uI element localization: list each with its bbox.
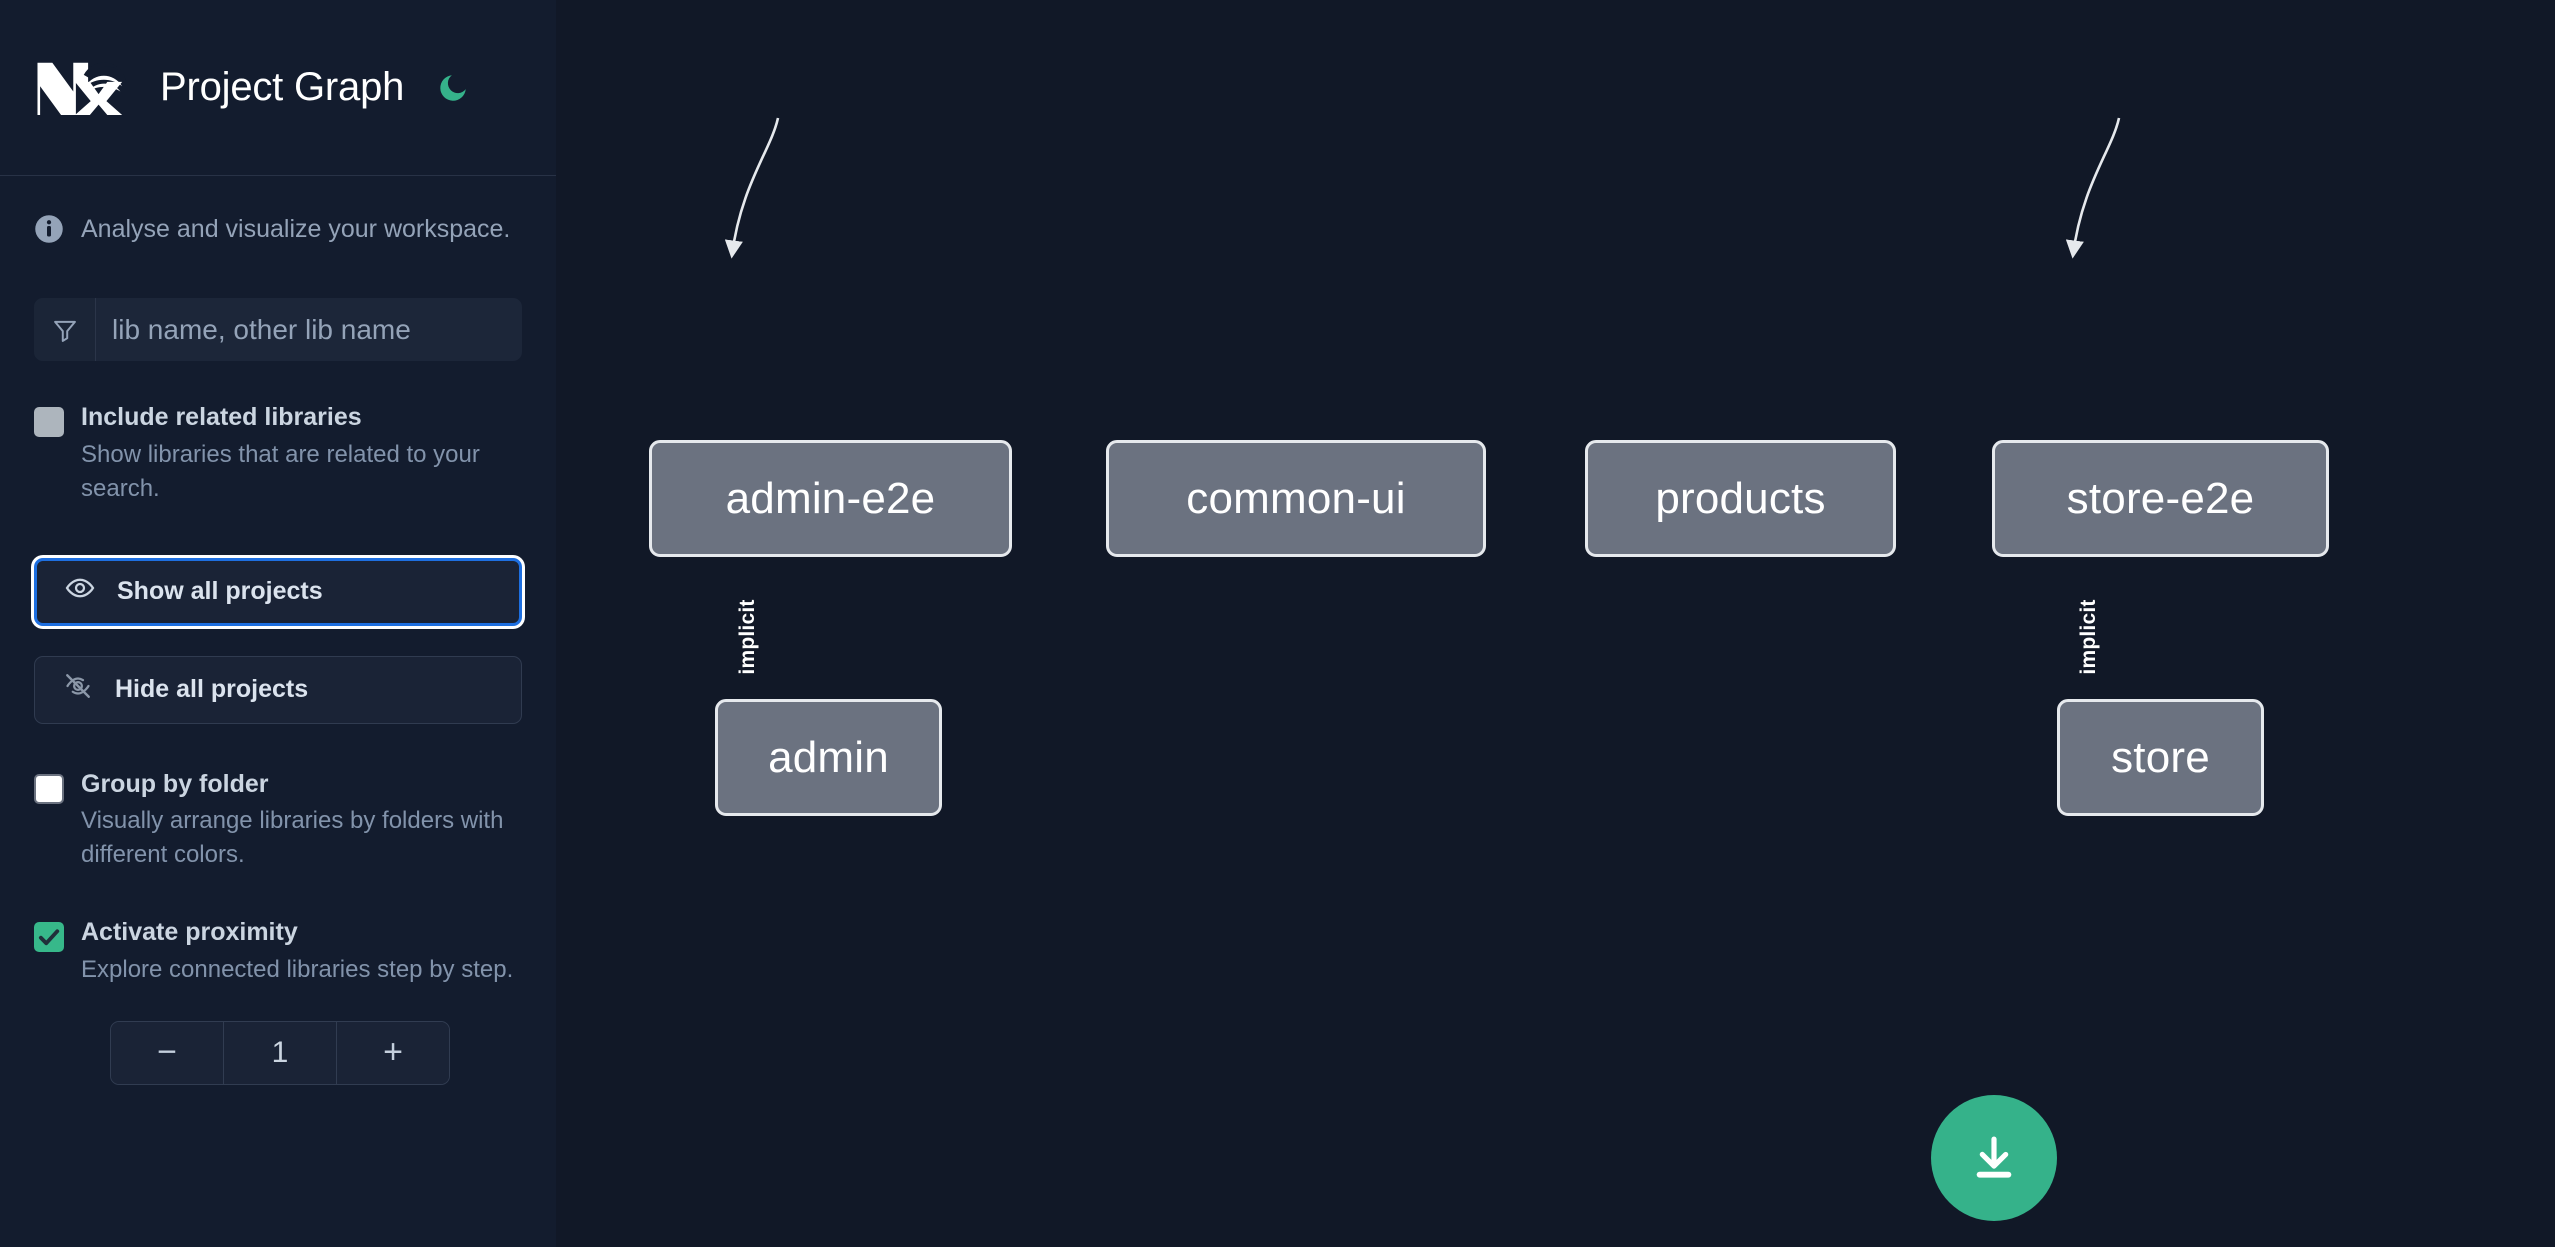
option-include-related-libraries[interactable]: Include related libraries Show libraries… <box>0 401 556 506</box>
option-label: Activate proximity <box>81 918 298 947</box>
graph-edges <box>724 117 2121 259</box>
option-activate-proximity[interactable]: Activate proximity Explore connected lib… <box>0 916 556 987</box>
show-all-projects-label: Show all projects <box>117 577 323 606</box>
eye-off-icon <box>63 671 93 708</box>
hide-all-projects-label: Hide all projects <box>115 675 309 704</box>
filter-field[interactable] <box>34 298 522 361</box>
checkbox-group-by-folder[interactable] <box>34 773 64 804</box>
graph-node-products[interactable]: products <box>1585 440 1896 557</box>
stepper-value[interactable]: 1 <box>224 1021 336 1084</box>
funnel-icon <box>34 298 96 361</box>
graph-node-admin-e2e[interactable]: admin-e2e <box>649 440 1012 557</box>
option-label: Group by folder <box>81 769 269 798</box>
eye-icon <box>65 573 95 610</box>
option-description: Explore connected libraries step by step… <box>81 955 514 983</box>
download-icon <box>1976 1136 2012 1178</box>
nx-logo-icon <box>34 57 130 119</box>
info-icon <box>34 214 64 244</box>
sidebar: Project Graph Analyse and visualize your… <box>0 0 556 1247</box>
graph-node-store-e2e[interactable]: store-e2e <box>1992 440 2329 557</box>
sidebar-tagline-text: Analyse and visualize your workspace. <box>81 214 511 243</box>
stepper-decrement-button[interactable]: − <box>111 1021 224 1084</box>
show-all-projects-button[interactable]: Show all projects <box>34 557 522 626</box>
checkbox-activate-proximity[interactable] <box>34 922 64 953</box>
graph-node-store[interactable]: store <box>2057 699 2264 816</box>
graph-node-common-ui[interactable]: common-ui <box>1106 440 1486 557</box>
hide-all-projects-button[interactable]: Hide all projects <box>34 655 522 724</box>
search-input[interactable] <box>96 298 522 361</box>
app-title: Project Graph <box>160 65 405 109</box>
sidebar-tagline: Analyse and visualize your workspace. <box>0 176 556 244</box>
option-group-by-folder[interactable]: Group by folder Visually arrange librari… <box>0 768 556 873</box>
graph-canvas[interactable]: admin-e2e common-ui products store-e2e a… <box>556 0 2555 1247</box>
graph-node-admin[interactable]: admin <box>715 699 942 816</box>
sidebar-header: Project Graph <box>0 0 556 176</box>
stepper-increment-button[interactable]: + <box>336 1021 449 1084</box>
option-label: Include related libraries <box>81 403 362 431</box>
proximity-stepper: − 1 + <box>110 1020 450 1085</box>
option-description: Visually arrange libraries by folders wi… <box>81 807 504 869</box>
option-description: Show libraries that are related to your … <box>81 440 480 502</box>
checkbox-include-related-libraries[interactable] <box>34 407 64 437</box>
moon-icon[interactable] <box>432 67 474 109</box>
download-graph-button[interactable] <box>1931 1095 2057 1221</box>
